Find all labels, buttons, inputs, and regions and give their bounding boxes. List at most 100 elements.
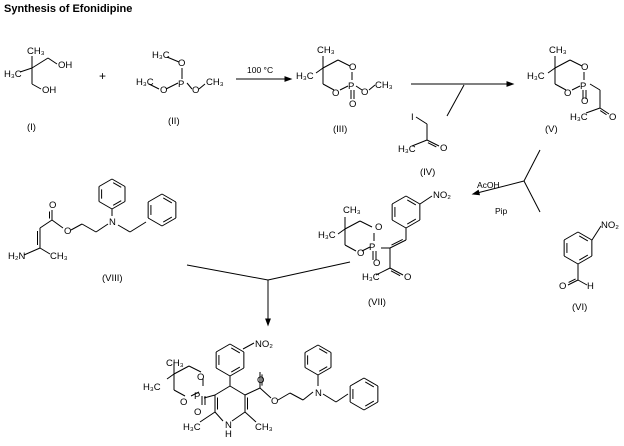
- bond: [337, 59, 351, 67]
- bond: [389, 267, 404, 276]
- ring-bond: [161, 193, 177, 203]
- ring-bond: [229, 367, 245, 377]
- bond: [81, 223, 97, 233]
- atom-label: O: [332, 88, 339, 99]
- compound-V: CH₃ H₃C O P O O H₃C O (V): [527, 45, 616, 135]
- ring-bond: [304, 344, 319, 353]
- atom-label: O: [373, 258, 380, 269]
- arrowhead: [284, 76, 293, 82]
- atom-label: N: [315, 388, 322, 399]
- ring-bond: [349, 401, 365, 411]
- compound-label: (I): [27, 122, 36, 133]
- bond: [337, 228, 346, 235]
- aromatic-bond: [578, 254, 589, 261]
- bond: [229, 385, 246, 396]
- atom-label: O: [180, 397, 187, 408]
- bond: [344, 244, 357, 252]
- condition-pip: Pip: [495, 206, 508, 216]
- atom-label: O: [194, 407, 201, 418]
- bond: [244, 411, 257, 423]
- bond: [411, 139, 428, 147]
- bond: [70, 223, 83, 231]
- ring-bond: [215, 343, 231, 353]
- aromatic-bond: [162, 197, 173, 204]
- bond: [359, 220, 373, 228]
- ring-bond: [391, 195, 407, 205]
- atom-label: O: [609, 112, 616, 123]
- compound-label: (V): [545, 124, 558, 135]
- atom-label: O: [375, 222, 382, 233]
- bond: [415, 116, 428, 125]
- bond: [129, 221, 147, 233]
- reaction-arrows: [186, 76, 541, 327]
- atom-label: OH: [42, 85, 56, 96]
- atom-label: O: [271, 396, 278, 407]
- ring-bond: [317, 367, 332, 376]
- atom-label: O: [357, 248, 364, 259]
- bond: [23, 247, 41, 256]
- compound-label: (IV): [420, 167, 435, 178]
- bond: [199, 411, 216, 423]
- atom-label: O: [559, 281, 566, 292]
- compound-VI: NO₂ O H (VI): [559, 220, 619, 313]
- bond: [589, 83, 601, 91]
- bond: [322, 59, 339, 69]
- atom-label: CH₃: [317, 45, 335, 56]
- atom-label: CH₃: [166, 358, 184, 369]
- ring-bond: [349, 377, 365, 387]
- atom-label: H: [587, 281, 594, 292]
- compound-II: H₃C O P H₃C O O CH₃ (II): [136, 50, 224, 127]
- compound-label: (VIII): [102, 273, 123, 284]
- bond: [259, 387, 272, 399]
- atom-label: N: [109, 217, 116, 228]
- ring-bond: [147, 193, 163, 203]
- ring-bond: [111, 201, 126, 210]
- atom-label: N: [225, 420, 232, 431]
- bond: [198, 83, 206, 90]
- atom-label: H: [225, 429, 232, 440]
- bond: [188, 365, 202, 373]
- bond: [302, 391, 314, 401]
- arrow-line: [476, 180, 525, 194]
- bond: [591, 225, 602, 241]
- atom-label: P: [580, 81, 586, 92]
- ring-bond: [215, 367, 231, 377]
- aromatic-bond: [112, 200, 122, 206]
- ring-bond: [391, 219, 407, 229]
- bond: [569, 59, 583, 67]
- ring-bond: [405, 195, 421, 205]
- reagent-branch: [523, 180, 541, 213]
- bond: [426, 139, 440, 147]
- bond: [335, 393, 349, 403]
- atom-label: CH₃: [255, 422, 273, 433]
- double-bond: [390, 270, 401, 277]
- bond: [315, 67, 324, 74]
- atom-label: H₃C: [296, 71, 314, 82]
- bond: [277, 392, 291, 401]
- aromatic-bond: [230, 366, 241, 373]
- ring-bond: [577, 255, 593, 265]
- atom-label: OH: [58, 60, 72, 71]
- bond: [547, 67, 556, 74]
- ring-bond: [405, 219, 421, 229]
- atom-label: O: [581, 96, 588, 107]
- bond: [322, 83, 335, 91]
- atom-label: O: [440, 143, 447, 154]
- atom-label: O: [581, 62, 588, 73]
- atom-label: O: [257, 375, 264, 386]
- atom-label: H₃C: [4, 69, 22, 80]
- bond: [289, 392, 304, 401]
- compound-label: (VI): [572, 302, 587, 313]
- bond: [173, 389, 186, 397]
- arrow-line: [186, 264, 269, 281]
- atom-label: P: [348, 81, 354, 92]
- bond: [554, 83, 567, 91]
- aromatic-bond: [578, 235, 589, 242]
- ring-bond: [147, 217, 163, 227]
- ring-bond: [563, 231, 579, 241]
- product-efonidipine: NO₂ CH₃ H₃C O P O O O O N H₃C N H CH₃: [143, 339, 322, 440]
- aromatic-bond: [318, 366, 328, 372]
- atom-label: CH₃: [27, 46, 45, 57]
- bond: [577, 279, 588, 286]
